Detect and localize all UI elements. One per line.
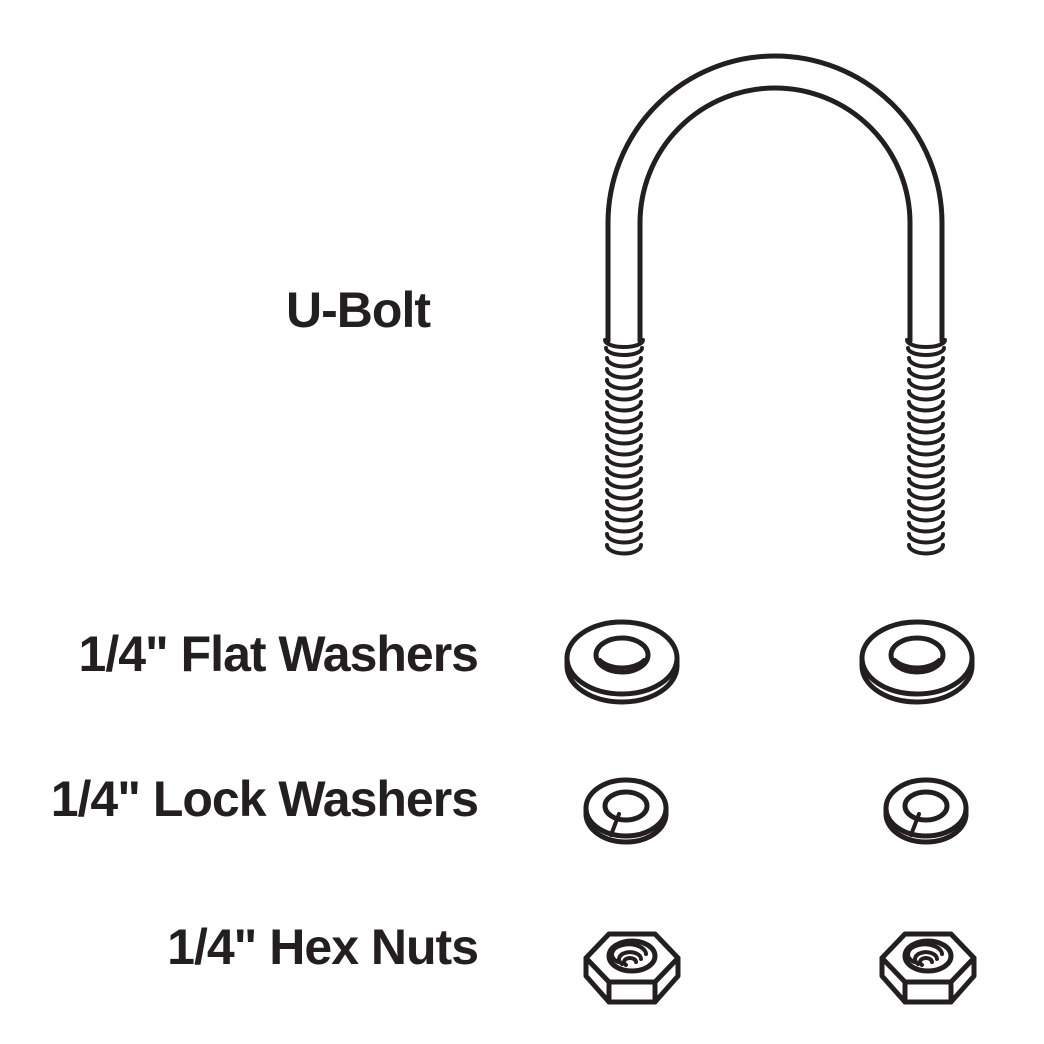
label-u-bolt: U-Bolt [286,282,431,338]
label-hex-nuts: 1/4" Hex Nuts [167,919,479,975]
hex-nut-icon-left [580,918,684,1014]
label-flat-washers: 1/4" Flat Washers [78,626,479,682]
flat-washer-icon-left [560,614,684,710]
label-lock-washers: 1/4" Lock Washers [50,771,479,827]
hex-nut-icon-right [876,918,980,1014]
lock-washer-icon-left [578,772,674,854]
lock-washer-icon-right [878,772,974,854]
flat-washer-icon-right [855,614,979,710]
u-bolt-icon [593,46,957,561]
